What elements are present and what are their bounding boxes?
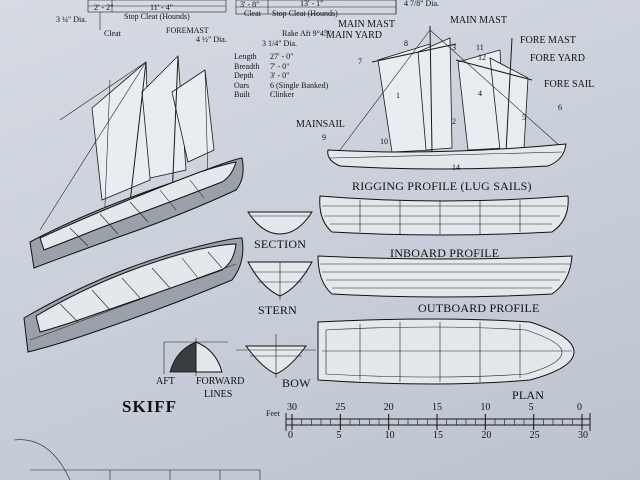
rig-num-6: 6 bbox=[558, 103, 562, 112]
rig-num-14: 14 bbox=[452, 163, 460, 172]
outboard-profile-drawing bbox=[317, 255, 573, 298]
rig-num-7: 7 bbox=[358, 57, 362, 66]
dim-a-label: 11' - 4" bbox=[150, 3, 174, 12]
rigging-profile-caption: RIGGING PROFILE (LUG SAILS) bbox=[352, 179, 532, 193]
dia-right-label: 4 7/8" Dia. bbox=[404, 0, 440, 8]
inboard-profile-caption: INBOARD PROFILE bbox=[390, 246, 500, 260]
rig-num-2: 2 bbox=[452, 117, 456, 126]
rig-num-12: 12 bbox=[478, 53, 486, 62]
rig-num-3: 3 bbox=[452, 43, 456, 52]
drawing-title: SKIFF bbox=[122, 397, 178, 416]
scale-bottom-tick-label: 0 bbox=[288, 430, 293, 441]
stop-cleat-right-label: Stop Cleat (Hounds) bbox=[272, 9, 338, 18]
lines-caption: LINES bbox=[204, 389, 233, 400]
scale-unit-label: Feet bbox=[266, 409, 280, 418]
main-yard-label: MAIN YARD bbox=[326, 30, 383, 41]
main-mast-label-a: MAIN MAST bbox=[338, 19, 395, 30]
dia-left-label: 3 ¼" Dia. bbox=[56, 15, 87, 24]
forward-caption: FORWARD bbox=[196, 376, 245, 387]
mainsail-label: MAINSAIL bbox=[296, 119, 345, 130]
scale-top-tick-label: 0 bbox=[577, 402, 582, 413]
open-skiff-perspective bbox=[23, 237, 244, 353]
scale-top-tick-label: 30 bbox=[287, 402, 297, 413]
scale-top-tick-label: 25 bbox=[335, 402, 346, 413]
scale-top-tick-label: 20 bbox=[383, 402, 394, 413]
cleat-right-label: Cleat bbox=[244, 9, 261, 18]
rig-num-5: 5 bbox=[522, 113, 526, 122]
mast-dimension-bars bbox=[87, 0, 397, 30]
scale-top-tick-label: 10 bbox=[480, 402, 491, 413]
fore-mast-label: FORE MAST bbox=[520, 35, 576, 46]
bow-caption: BOW bbox=[282, 376, 311, 390]
outboard-profile-caption: OUTBOARD PROFILE bbox=[418, 301, 540, 315]
scale-bottom-tick-label: 30 bbox=[578, 430, 588, 441]
inboard-profile-drawing bbox=[319, 195, 569, 236]
rigged-skiff-perspective bbox=[29, 55, 244, 269]
rig-num-4: 4 bbox=[478, 89, 482, 98]
cleat-left-label: Cleat bbox=[104, 29, 121, 38]
fore-yard-label: FORE YARD bbox=[530, 53, 585, 64]
plan-drawing bbox=[317, 318, 575, 385]
scale-bottom-tick-label: 20 bbox=[481, 430, 492, 441]
rig-num-8: 8 bbox=[404, 39, 408, 48]
scale-bottom-tick-label: 10 bbox=[384, 430, 395, 441]
stop-cleat-left-label: Stop Cleat (Hounds) bbox=[124, 12, 190, 21]
rig-num-1: 1 bbox=[396, 91, 400, 100]
rig-num-11: 11 bbox=[476, 43, 484, 52]
fore-sail-label: FORE SAIL bbox=[544, 79, 595, 90]
foremast-label: FOREMAST bbox=[166, 26, 209, 35]
rig-num-9: 9 bbox=[322, 133, 326, 142]
rigging-profile-drawing bbox=[327, 25, 567, 170]
partial-bottom-drawing bbox=[13, 439, 261, 480]
section-caption: SECTION bbox=[254, 237, 307, 251]
aft-forward-lines-drawing bbox=[163, 338, 228, 376]
bow-drawing bbox=[236, 334, 316, 378]
scale-bottom-tick-label: 25 bbox=[529, 430, 540, 441]
aft-caption: AFT bbox=[156, 376, 175, 387]
scale-bottom-tick-label: 15 bbox=[433, 430, 443, 441]
dim-d-label: 3' - 8" bbox=[240, 0, 260, 9]
rig-num-10: 10 bbox=[380, 137, 388, 146]
scale-top-tick-label: 15 bbox=[432, 402, 442, 413]
dim-b-label: 2' - 2" bbox=[94, 3, 114, 12]
dim-c-label: 13' - 1" bbox=[300, 0, 324, 8]
scale-bottom-tick-label: 5 bbox=[336, 430, 342, 441]
main-mast-label-b: MAIN MAST bbox=[450, 15, 507, 26]
scale-bar bbox=[285, 413, 591, 431]
scale-top-tick-label: 5 bbox=[528, 402, 534, 413]
plan-caption: PLAN bbox=[512, 388, 545, 402]
stern-caption: STERN bbox=[258, 303, 298, 317]
stern-drawing bbox=[247, 261, 313, 300]
foremast-dia-label: 4 ½" Dia. bbox=[196, 35, 227, 44]
mast-dia-label: 3 1/4" Dia. bbox=[262, 39, 298, 48]
rake-label: Rake Aft 9°45" bbox=[282, 29, 332, 38]
section-drawing bbox=[247, 211, 313, 235]
